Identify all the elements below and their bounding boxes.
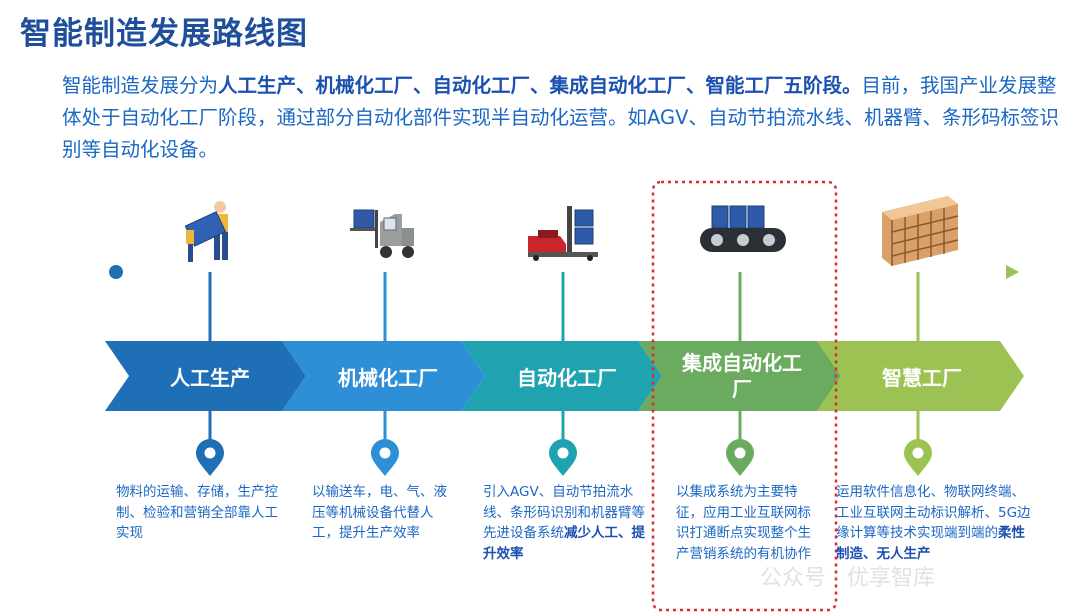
page-title: 智能制造发展路线图 [20,16,308,52]
intro-text-1: 智能制造发展分为 [62,74,219,97]
forklift-icon [350,209,414,258]
chevron-stage-4 [638,341,841,411]
location-pin-icon [196,439,224,476]
intro-paragraph: 智能制造发展分为人工生产、机械化工厂、自动化工厂、集成自动化工厂、智能工厂五阶段… [62,70,1072,166]
stage-label-1: 人工生产 [170,366,250,390]
stage-desc-5: 运用软件信息化、物联网终端、工业互联网主动标识解析、5G边缘计算等技术实现端到端… [836,482,1036,564]
worker-carrying-box-icon [184,201,228,262]
location-pin-icon [371,439,399,476]
stage-label-3: 自动化工厂 [517,366,617,390]
stage-desc-2: 以输送车，电、气、液压等机械设备代替人工，提升生产效率 [312,482,460,544]
chevron-stage-1 [105,341,306,411]
stage-desc-2-text: 以输送车，电、气、液压等机械设备代替人工，提升生产效率 [312,484,447,541]
stage-chevrons [105,341,1024,411]
stage-label-5: 智慧工厂 [882,366,962,390]
chevron-stage-3 [461,341,662,411]
stage-desc-3-bold: 减少人工、提升效率 [483,525,645,562]
location-pin-icon [904,439,932,476]
stage-desc-1: 物料的运输、存储，生产控制、检验和营销全部靠人工实现 [116,482,278,544]
stage-label-2: 机械化工厂 [338,366,438,390]
agv-cart-icon [528,206,598,261]
stage-desc-3: 引入AGV、自动节拍流水线、条形码识别和机器臂等先进设备系统减少人工、提升效率 [483,482,645,564]
location-pin-icon [549,439,577,476]
stage-desc-4: 以集成系统为主要特征，应用工业互联网标识打通断点实现整个生产营销系统的有机协作 [676,482,812,564]
stage-desc-3-text: 引入AGV、自动节拍流水线、条形码识别和机器臂等先进设备系统 [483,484,645,541]
conveyor-icon [700,205,786,252]
stage-desc-5-text: 运用软件信息化、物联网终端、工业互联网主动标识解析、5G边缘计算等技术实现端到端… [836,484,1031,541]
intro-text-2: 目前，我国产业发展整体处于自动化工厂阶段，通过部分自动化部件实现半自动化运营。如… [62,74,1059,161]
warehouse-racks-icon [882,196,959,266]
location-pin-icon [726,439,754,476]
intro-bold-stages: 人工生产、机械化工厂、自动化工厂、集成自动化工厂、智能工厂五阶段。 [218,74,862,97]
stage-desc-4-text: 以集成系统为主要特征，应用工业互联网标识打通断点实现整个生产营销系统的有机协作 [676,484,811,562]
chevron-stage-5 [817,341,1024,411]
timeline-arrowhead [1006,265,1019,279]
watermark: 公众号 · 优享智库 [760,566,935,591]
chevron-stage-2 [282,341,485,411]
stage-label-4: 集成自动化工厂 [682,351,802,401]
axis-connectors [208,272,920,342]
stage-desc-1-text: 物料的运输、存储，生产控制、检验和营销全部靠人工实现 [116,484,278,541]
stage-desc-5-bold: 柔性制造、无人生产 [836,525,1025,562]
highlight-box [651,180,838,612]
